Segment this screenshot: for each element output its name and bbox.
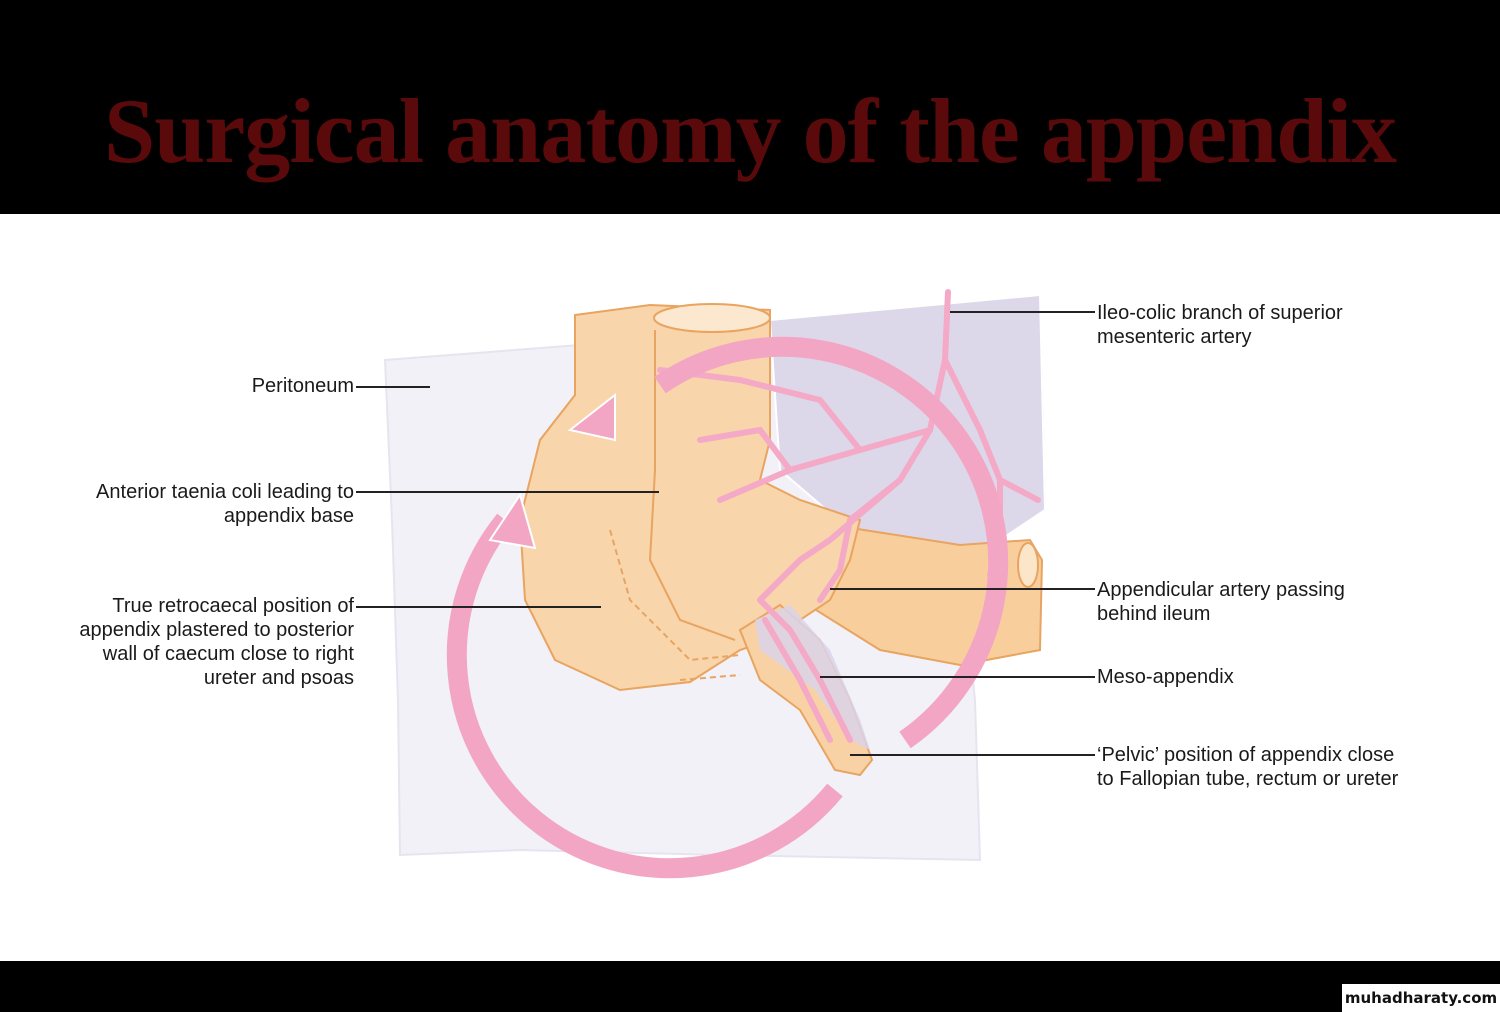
colon-lumen — [653, 303, 771, 333]
title-bar: Surgical anatomy of the appendix — [0, 0, 1500, 214]
rotation-arrow-head-left — [488, 492, 537, 550]
rotation-arrow-ring — [654, 336, 1009, 749]
label-ileo-colic-branch: Ileo-colic branch of superior mesenteric… — [1097, 302, 1343, 348]
meso-appendix-shape — [755, 605, 870, 750]
label-pelvic-position: ‘Pelvic’ position of appendix close to F… — [1097, 744, 1399, 790]
leader-line-meso-appendix — [820, 676, 1095, 678]
leader-line-ileo-colic — [950, 311, 1095, 313]
leader-line-pelvic — [850, 754, 1095, 756]
anatomy-illustration — [383, 289, 1047, 879]
watermark: muhadharaty.com — [1342, 984, 1500, 1012]
taenia-coli — [648, 330, 736, 641]
leader-line-retrocaecal — [356, 606, 601, 608]
retrocaecal-appendix — [609, 529, 741, 662]
slide-title: Surgical anatomy of the appendix — [104, 80, 1397, 182]
leader-line-appendicular-artery — [830, 588, 1095, 590]
label-anterior-taenia-coli: Anterior taenia coli leading to appendix… — [96, 481, 354, 527]
ileum-lumen — [1017, 542, 1039, 588]
rotation-arrow-ring-lower — [446, 513, 843, 879]
label-peritoneum: Peritoneum — [251, 375, 354, 397]
label-appendicular-artery: Appendicular artery passing behind ileum — [1097, 579, 1345, 625]
rotation-arrow-head-top — [567, 392, 616, 442]
retrocaecal-dash — [679, 674, 741, 681]
arteries — [657, 289, 1041, 743]
label-meso-appendix: Meso-appendix — [1097, 666, 1234, 688]
leader-line-peritoneum — [356, 386, 430, 388]
appendix-diagram: Peritoneum Anterior taenia coli leading … — [0, 214, 1500, 961]
leader-line-taenia-coli — [356, 491, 659, 493]
footer-bar — [0, 961, 1500, 1012]
label-retrocaecal-position: True retrocaecal position of appendix pl… — [79, 595, 354, 689]
